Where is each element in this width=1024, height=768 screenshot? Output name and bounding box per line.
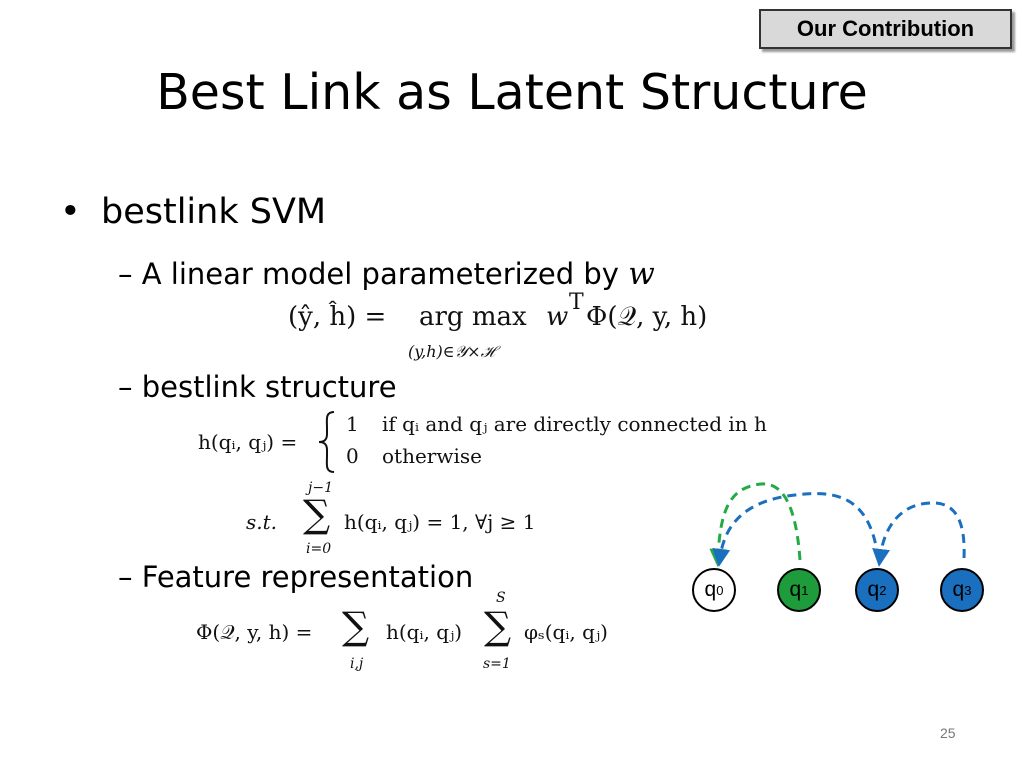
eq2-case2-cond: otherwise bbox=[382, 444, 482, 468]
eq3-sum-symbol: ∑ bbox=[303, 492, 331, 536]
eq2-lhs: h(qᵢ, qⱼ) = bbox=[198, 430, 298, 454]
sub3-text: Feature representation bbox=[141, 560, 474, 594]
eq2-left-brace bbox=[318, 411, 335, 473]
sub2-dash: – bbox=[118, 370, 133, 404]
eq4-mid: h(qᵢ, qⱼ) bbox=[386, 620, 463, 644]
our-contribution-badge: Our Contribution bbox=[759, 9, 1012, 49]
eq4-sum2-bottom: s=1 bbox=[483, 656, 511, 672]
sub1-var: w bbox=[628, 256, 655, 292]
arrow-q1-to-q0 bbox=[709, 482, 802, 567]
bullet-bestlink-svm: bestlink SVM bbox=[101, 192, 327, 232]
page-number: 25 bbox=[940, 725, 956, 741]
eq1-under: (y,h)∈𝒴×ℋ bbox=[408, 342, 496, 361]
eq1-transpose: T bbox=[569, 290, 584, 315]
node-q0-base: q bbox=[704, 578, 717, 601]
eq3-sum-top: j−1 bbox=[308, 480, 333, 496]
eq2-case2-val: 0 bbox=[346, 444, 359, 468]
eq2-case1-val: 1 bbox=[346, 412, 359, 436]
node-q1-sub: 1 bbox=[801, 582, 809, 598]
eq3-st: s.t. bbox=[246, 510, 278, 534]
sub1-text: A linear model parameterized by bbox=[141, 257, 619, 291]
eq3-sum-bottom: i=0 bbox=[306, 541, 332, 557]
sub3-line: – Feature representation bbox=[118, 560, 473, 594]
eq1-w: w bbox=[546, 302, 569, 332]
sub2-line: – bestlink structure bbox=[118, 370, 397, 404]
arrow-q3-to-q2 bbox=[872, 501, 966, 567]
node-q3-sub: 3 bbox=[964, 582, 972, 598]
bestlink-arrows bbox=[709, 482, 966, 567]
eq4-sum2-top: S bbox=[496, 590, 506, 606]
eq3-expr: h(qᵢ, qⱼ) = 1, ∀j ≥ 1 bbox=[344, 510, 536, 534]
eq1-rhs: Φ(𝒬, y, h) bbox=[586, 302, 708, 332]
eq1-argmax: arg max bbox=[419, 302, 527, 332]
eq4-sum1-symbol: ∑ bbox=[342, 604, 370, 648]
node-q1-base: q bbox=[789, 578, 802, 601]
sub1-line: – A linear model parameterized by w bbox=[118, 256, 655, 292]
eq1-lhs: (ŷ, ĥ) = bbox=[288, 302, 387, 332]
sub2-text: bestlink structure bbox=[141, 370, 397, 404]
arrow-q2-to-q0 bbox=[712, 492, 880, 567]
eq2-case1-cond: if qᵢ and qⱼ are directly connected in h bbox=[382, 412, 767, 436]
eq4-sum1-bottom: i,j bbox=[350, 656, 364, 672]
node-q2-sub: 2 bbox=[879, 582, 887, 598]
node-q0-sub: 0 bbox=[716, 582, 724, 598]
eq4-sum2-symbol: ∑ bbox=[484, 604, 512, 648]
slide-title: Best Link as Latent Structure bbox=[156, 64, 868, 121]
sub1-dash: – bbox=[118, 257, 133, 291]
sub3-dash: – bbox=[118, 560, 133, 594]
eq4-rhs: φₛ(qᵢ, qⱼ) bbox=[524, 620, 608, 644]
node-q2-base: q bbox=[867, 578, 880, 601]
eq4-lhs: Φ(𝒬, y, h) = bbox=[196, 620, 313, 644]
bullet-marker: • bbox=[60, 192, 81, 232]
node-q3-base: q bbox=[952, 578, 965, 601]
